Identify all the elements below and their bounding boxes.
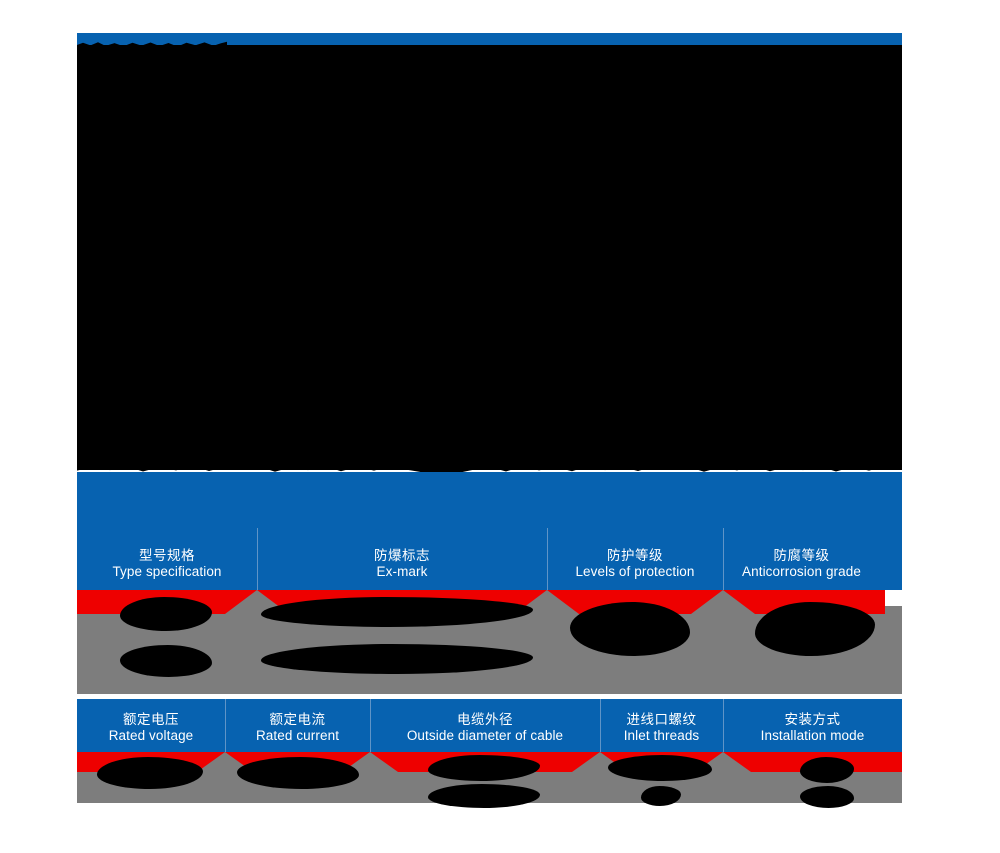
spec-header-label-en: Rated voltage (108, 728, 194, 744)
spec-header-label-cn: 型号规格 (139, 548, 195, 564)
spec-header-label-en: Anticorrosion grade (742, 564, 861, 580)
spec-row-1-header-columns: 型号规格 Type specification 防爆标志 Ex-mark 防护等… (77, 472, 902, 590)
spec-header-label-cn: 防护等级 (607, 548, 663, 564)
spec-value-redaction (570, 602, 690, 656)
spec-value-redaction (120, 597, 212, 631)
spec-value-redaction (261, 644, 533, 674)
spec-header-label-en: Outside diameter of cable (406, 728, 564, 744)
spec-header-installation-mode[interactable]: 安装方式 Installation mode (723, 699, 902, 752)
spec-header-rated-current[interactable]: 额定电流 Rated current (225, 699, 370, 752)
spec-value-redaction (237, 757, 359, 789)
spec-row-2-header-band: 额定电压 Rated voltage 额定电流 Rated current 电缆… (77, 699, 902, 752)
spec-header-label-cn: 防腐等级 (773, 548, 830, 564)
masthead-bar (77, 33, 902, 47)
spec-header-label-cn: 安装方式 (784, 712, 841, 728)
spec-header-label-cn: 电缆外径 (457, 712, 513, 728)
spec-value-redaction (120, 645, 212, 677)
spec-header-label-cn: 防爆标志 (374, 548, 430, 564)
spec-row-2-header-columns: 额定电压 Rated voltage 额定电流 Rated current 电缆… (77, 699, 902, 752)
spec-value-redaction (428, 755, 540, 781)
spec-value-redaction (608, 755, 712, 781)
spec-header-label-en: Type specification (112, 564, 222, 580)
spec-header-label-cn: 进线口螺纹 (626, 712, 697, 728)
spec-header-label-en: Installation mode (760, 728, 865, 744)
spec-header-rated-voltage[interactable]: 额定电压 Rated voltage (77, 699, 225, 752)
spec-value-redaction (641, 786, 681, 806)
hero-redaction-block (77, 45, 902, 470)
spec-header-anticorrosion-grade[interactable]: 防腐等级 Anticorrosion grade (723, 472, 902, 590)
spec-header-levels-of-protection[interactable]: 防护等级 Levels of protection (547, 472, 723, 590)
spec-header-label-en: Rated current (255, 728, 340, 744)
spec-header-label-en: Inlet threads (623, 728, 700, 744)
spec-value-redaction (800, 757, 854, 783)
spec-header-label-en: Levels of protection (575, 564, 695, 580)
spec-row-1-header-band: 型号规格 Type specification 防爆标志 Ex-mark 防护等… (77, 472, 902, 590)
spec-header-label-cn: 额定电流 (269, 712, 326, 728)
spec-header-inlet-threads[interactable]: 进线口螺纹 Inlet threads (600, 699, 723, 752)
spec-value-redaction (755, 602, 875, 656)
spec-value-redaction (261, 597, 533, 627)
spec-header-ex-mark[interactable]: 防爆标志 Ex-mark (257, 472, 547, 590)
spec-header-label-en: Ex-mark (376, 564, 428, 580)
spec-value-redaction (428, 784, 540, 808)
spec-value-redaction (97, 757, 203, 789)
spec-header-type-specification[interactable]: 型号规格 Type specification (77, 472, 257, 590)
spec-header-label-cn: 额定电压 (123, 712, 179, 728)
spec-value-redaction (800, 786, 854, 808)
spec-header-outside-diameter-of-cable[interactable]: 电缆外径 Outside diameter of cable (370, 699, 600, 752)
